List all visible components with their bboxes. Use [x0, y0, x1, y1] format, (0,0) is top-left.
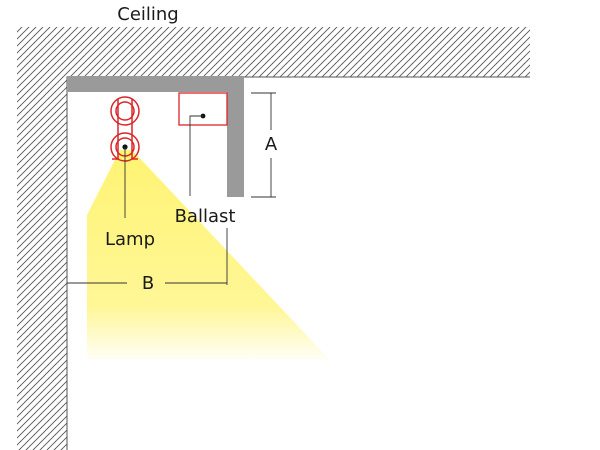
light-beam — [87, 150, 330, 360]
ballast-box — [178, 92, 228, 126]
dimension-a-label: A — [265, 134, 278, 155]
ceiling-hatch — [17, 27, 530, 450]
ceiling-label: Ceiling — [117, 4, 178, 25]
ballast-label: Ballast — [175, 206, 236, 227]
lamp-label: Lamp — [105, 229, 155, 250]
ballast-leader — [189, 115, 203, 196]
dimension-b-label: B — [142, 273, 154, 294]
dimension-a — [251, 92, 276, 198]
dimension-b — [67, 228, 228, 285]
cove-profile — [67, 76, 244, 197]
lamp-icon — [110, 96, 140, 162]
